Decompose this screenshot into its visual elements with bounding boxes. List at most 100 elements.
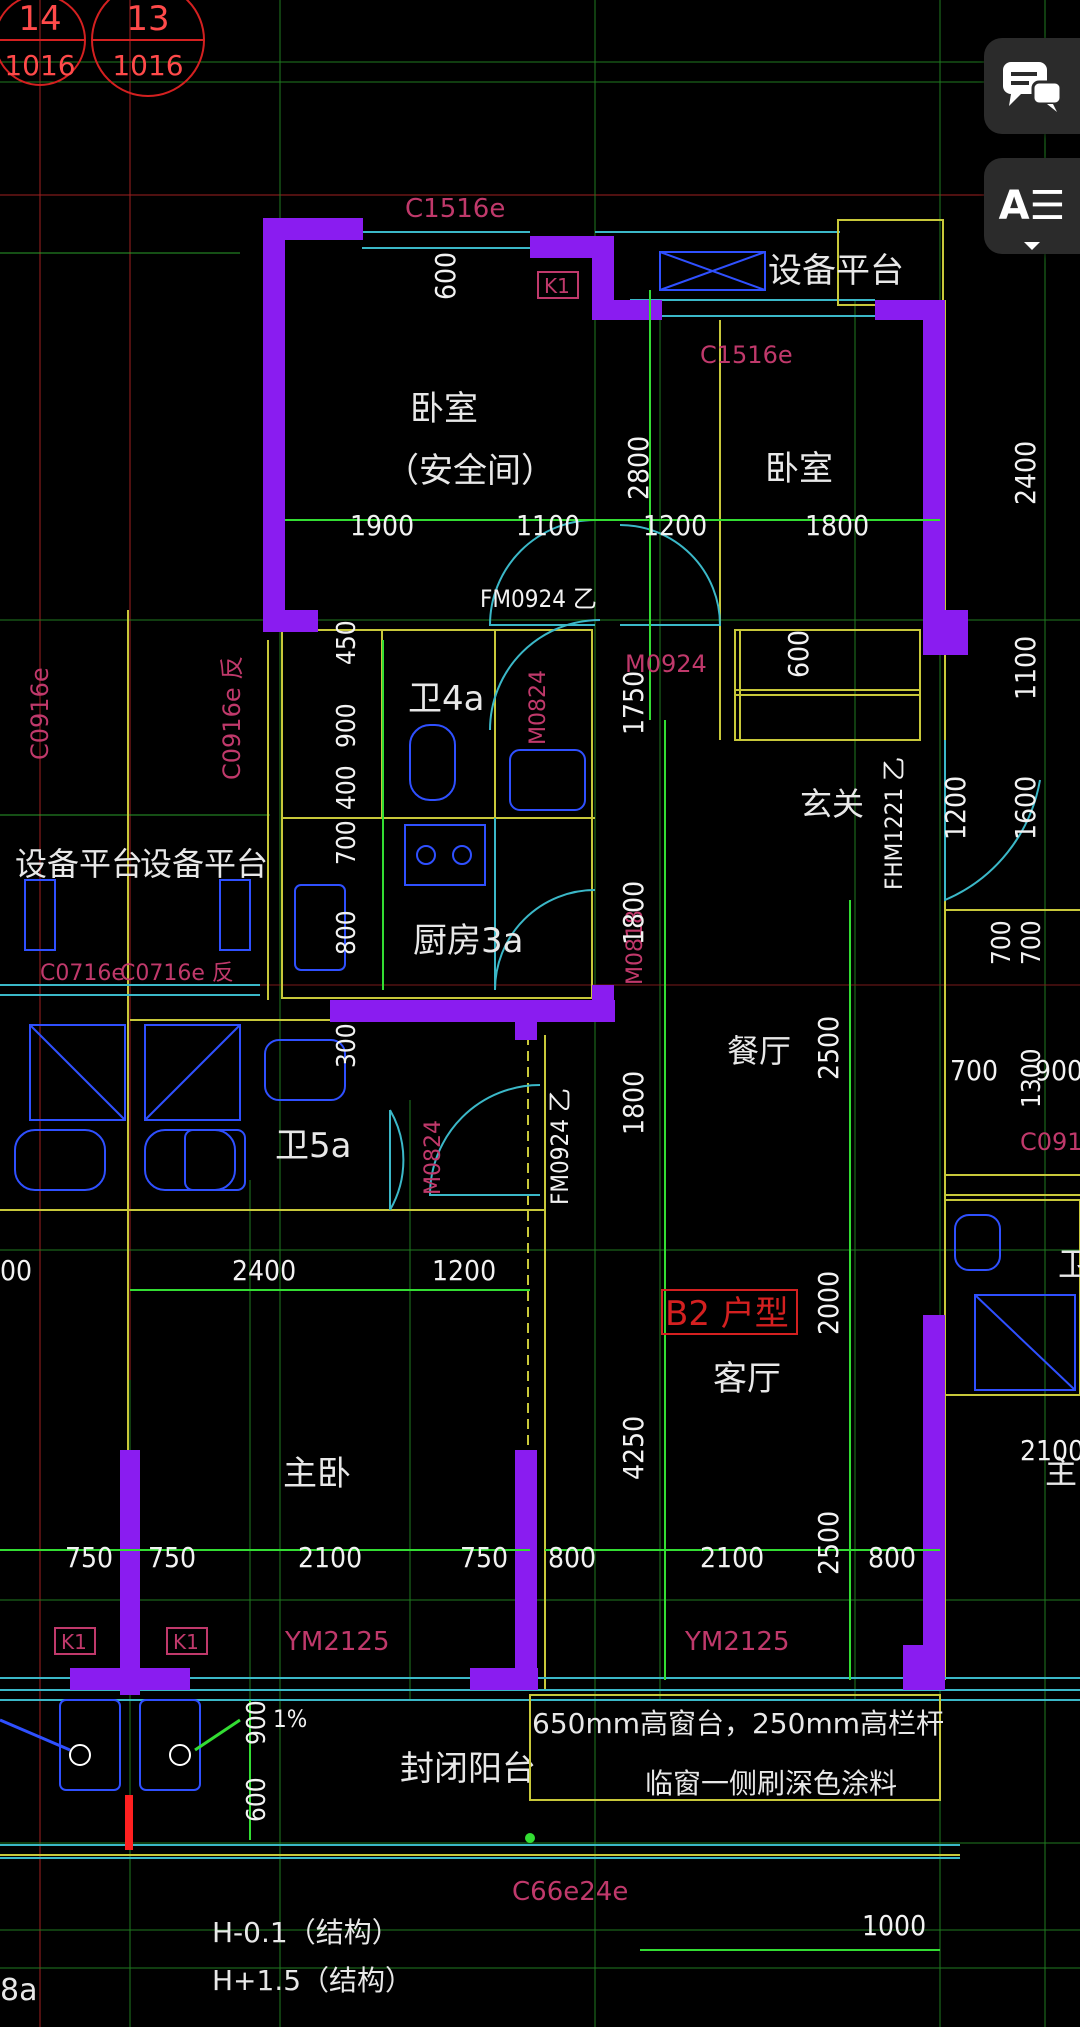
note-balcony-line1: 650mm高窗台，250mm高栏杆 [532,1707,944,1740]
chat-bubbles-icon [1003,62,1063,112]
room-entry: 玄关 [800,785,864,823]
room-bath-4a: 卫4a [408,679,484,719]
room-bedroom-safe-sub: （安全间） [385,451,555,491]
dim-800-b: 800 [868,1541,916,1574]
dim-800: 800 [332,910,362,955]
room-bedroom-safe: 卧室 [410,389,478,429]
tag-k1-a: K1 [544,274,570,298]
dim-1900: 1900 [350,509,414,542]
dim-2100-b: 2100 [700,1541,764,1574]
tag-ym2125-left: YM2125 [284,1627,389,1657]
dim-1300: 1300 [1017,1048,1047,1108]
tag-ym2125-right: YM2125 [684,1627,789,1657]
dim-700-right-2: 700 [1017,920,1047,965]
dim-2800: 2800 [622,436,655,500]
dim-2400-right: 2400 [1009,441,1042,505]
axis-14-value: 1016 [4,49,75,82]
dim-1200-b: 1200 [432,1254,496,1287]
dim-4250: 4250 [617,1416,650,1480]
note-balcony-line2: 临窗一侧刷深色涂料 [645,1767,897,1800]
room-living: 客厅 [713,1359,781,1399]
tag-c0716e-fan: C0716e 反 [120,961,234,986]
chat-button[interactable] [984,38,1080,134]
dim-450: 450 [332,620,362,665]
axis-13-number: 13 [126,0,169,39]
room-right-bath: 卫 [1058,1245,1080,1283]
tag-c0916e-fan: C0916e 反 [218,656,246,780]
dim-1600: 1600 [1009,776,1042,840]
axis-bubble-13: 13 1016 [91,0,205,97]
dim-750-c: 750 [460,1541,508,1574]
tags: C1516e C1516e C0916e C0916e 反 C0716e C07… [26,194,1080,1907]
dim-600-top: 600 [429,252,462,300]
dimension-lines [0,290,940,1951]
dim-600-mid: 600 [782,630,815,678]
room-equipment-platform-top: 设备平台 [768,251,904,291]
caret-down-icon [1024,242,1040,250]
room-dining: 餐厅 [727,1032,791,1070]
note-corner: 8a [0,1973,37,2008]
note-slope: 1% [273,1705,307,1733]
translate-button[interactable]: A☰ [984,158,1080,254]
room-closed-balcony: 封闭阳台 [400,1749,536,1789]
tag-fm0924-bot: FM0924 乙 [546,1088,574,1205]
dim-400: 400 [332,765,362,810]
dim-1800-kitchen: 1800 [617,881,650,945]
room-bath-5a: 卫5a [275,1126,351,1166]
dim-1800: 1800 [805,509,869,542]
tag-c1516e-top: C1516e [405,194,505,224]
dim-1200: 1200 [643,509,707,542]
dim-1800-b: 1800 [617,1071,650,1135]
dim-2000: 2000 [812,1271,845,1335]
dim-2500-a: 2500 [812,1016,845,1080]
note-elevation-2: H+1.5（结构） [212,1964,413,1997]
tag-c66e24e: C66e24e [512,1877,628,1907]
room-bedroom-2: 卧室 [765,449,833,489]
door-swings [389,519,1041,1211]
tag-k1-b: K1 [61,1630,87,1654]
dim-300: 300 [332,1023,362,1068]
dim-750-a: 750 [65,1541,113,1574]
balcony-drain-detail [0,1718,535,1850]
fixtures [14,724,1076,1791]
dim-2100-a: 2100 [298,1541,362,1574]
dim-00: 00 [0,1254,32,1287]
dim-1100: 1100 [516,509,580,542]
notes: 650mm高窗台，250mm高栏杆 临窗一侧刷深色涂料 H-0.1（结构） H+… [0,1694,944,2008]
axis-14-number: 14 [18,0,61,39]
room-equipment-platform-left1: 设备平台 [15,845,143,883]
tag-k1-c: K1 [173,1630,199,1654]
dim-750-b: 750 [148,1541,196,1574]
tag-fm0924-top: FM0924 乙 [480,585,597,613]
dim-1100-right: 1100 [1009,636,1042,700]
load-bearing-walls [70,218,968,1695]
tag-c1516e-mid: C1516e [700,341,793,369]
dim-1750: 1750 [617,671,650,735]
tag-c0916e: C0916e [26,667,54,760]
dim-1000: 1000 [862,1909,926,1942]
translate-icon: A☰ [998,183,1066,229]
dim-900-right: 900 [1035,1054,1080,1087]
tag-m0818: M0818 [623,910,648,985]
dim-1200-v: 1200 [939,776,972,840]
dim-2500-b: 2500 [812,1511,845,1575]
axis-bubble-14: 14 1016 [0,0,86,86]
dim-700-right: 700 [987,920,1017,965]
tag-m0824-b: M0824 [421,1120,446,1195]
dim-900-balcony: 900 [242,1700,272,1745]
tag-m0924: M0924 [625,650,707,678]
room-labels: 卧室 （安全间） 卧室 设备平台 设备平台 设备平台 卫4a 厨房3a 玄关 餐… [15,251,1080,1789]
room-equipment-platform-left2: 设备平台 [140,845,268,883]
tag-m0824-a: M0824 [526,670,551,745]
room-unit-type: B2 户型 [665,1294,789,1334]
dim-700: 700 [332,820,362,865]
room-kitchen-3a: 厨房3a [413,921,523,961]
dim-2400: 2400 [232,1254,296,1287]
tag-fhm1221: FHM1221 乙 [880,757,908,890]
room-master-bedroom: 主卧 [283,1454,351,1494]
dim-2100-right: 2100 [1020,1434,1080,1467]
tag-c0716e: C0716e [40,961,125,986]
note-elevation-1: H-0.1（结构） [212,1916,400,1949]
